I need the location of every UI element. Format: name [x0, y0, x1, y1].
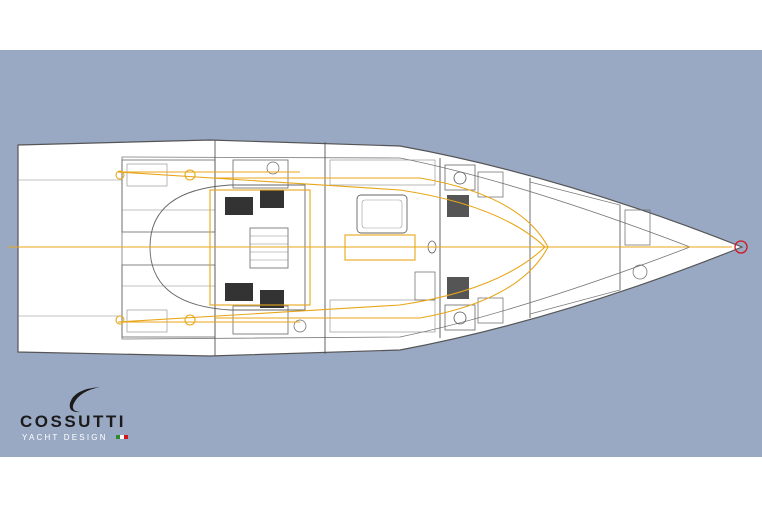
cossutti-logo: COSSUTTI YACHT DESIGN — [20, 385, 140, 445]
logo-brand: COSSUTTI — [20, 412, 126, 431]
bow-marker — [734, 240, 748, 254]
saloon-settee-port — [329, 159, 436, 186]
forepeak-locker — [624, 209, 651, 246]
head-port-aft — [232, 159, 289, 189]
logo-subtitle: YACHT DESIGN — [22, 433, 108, 442]
head-port-forward — [444, 164, 476, 191]
flag-green — [116, 435, 120, 439]
saloon-table — [356, 194, 408, 234]
companionway-stairs — [249, 227, 289, 269]
deck-layout-overlay — [8, 169, 732, 326]
flag-red — [124, 435, 128, 439]
hull-outline — [17, 139, 744, 357]
shower-tray-port — [447, 195, 469, 217]
shower-tray-starboard — [447, 277, 469, 299]
logo-swoosh-icon — [69, 387, 100, 413]
forward-cabin — [529, 181, 621, 315]
galley — [329, 299, 436, 333]
flag-white — [120, 435, 124, 439]
head-starboard-forward — [444, 304, 476, 331]
